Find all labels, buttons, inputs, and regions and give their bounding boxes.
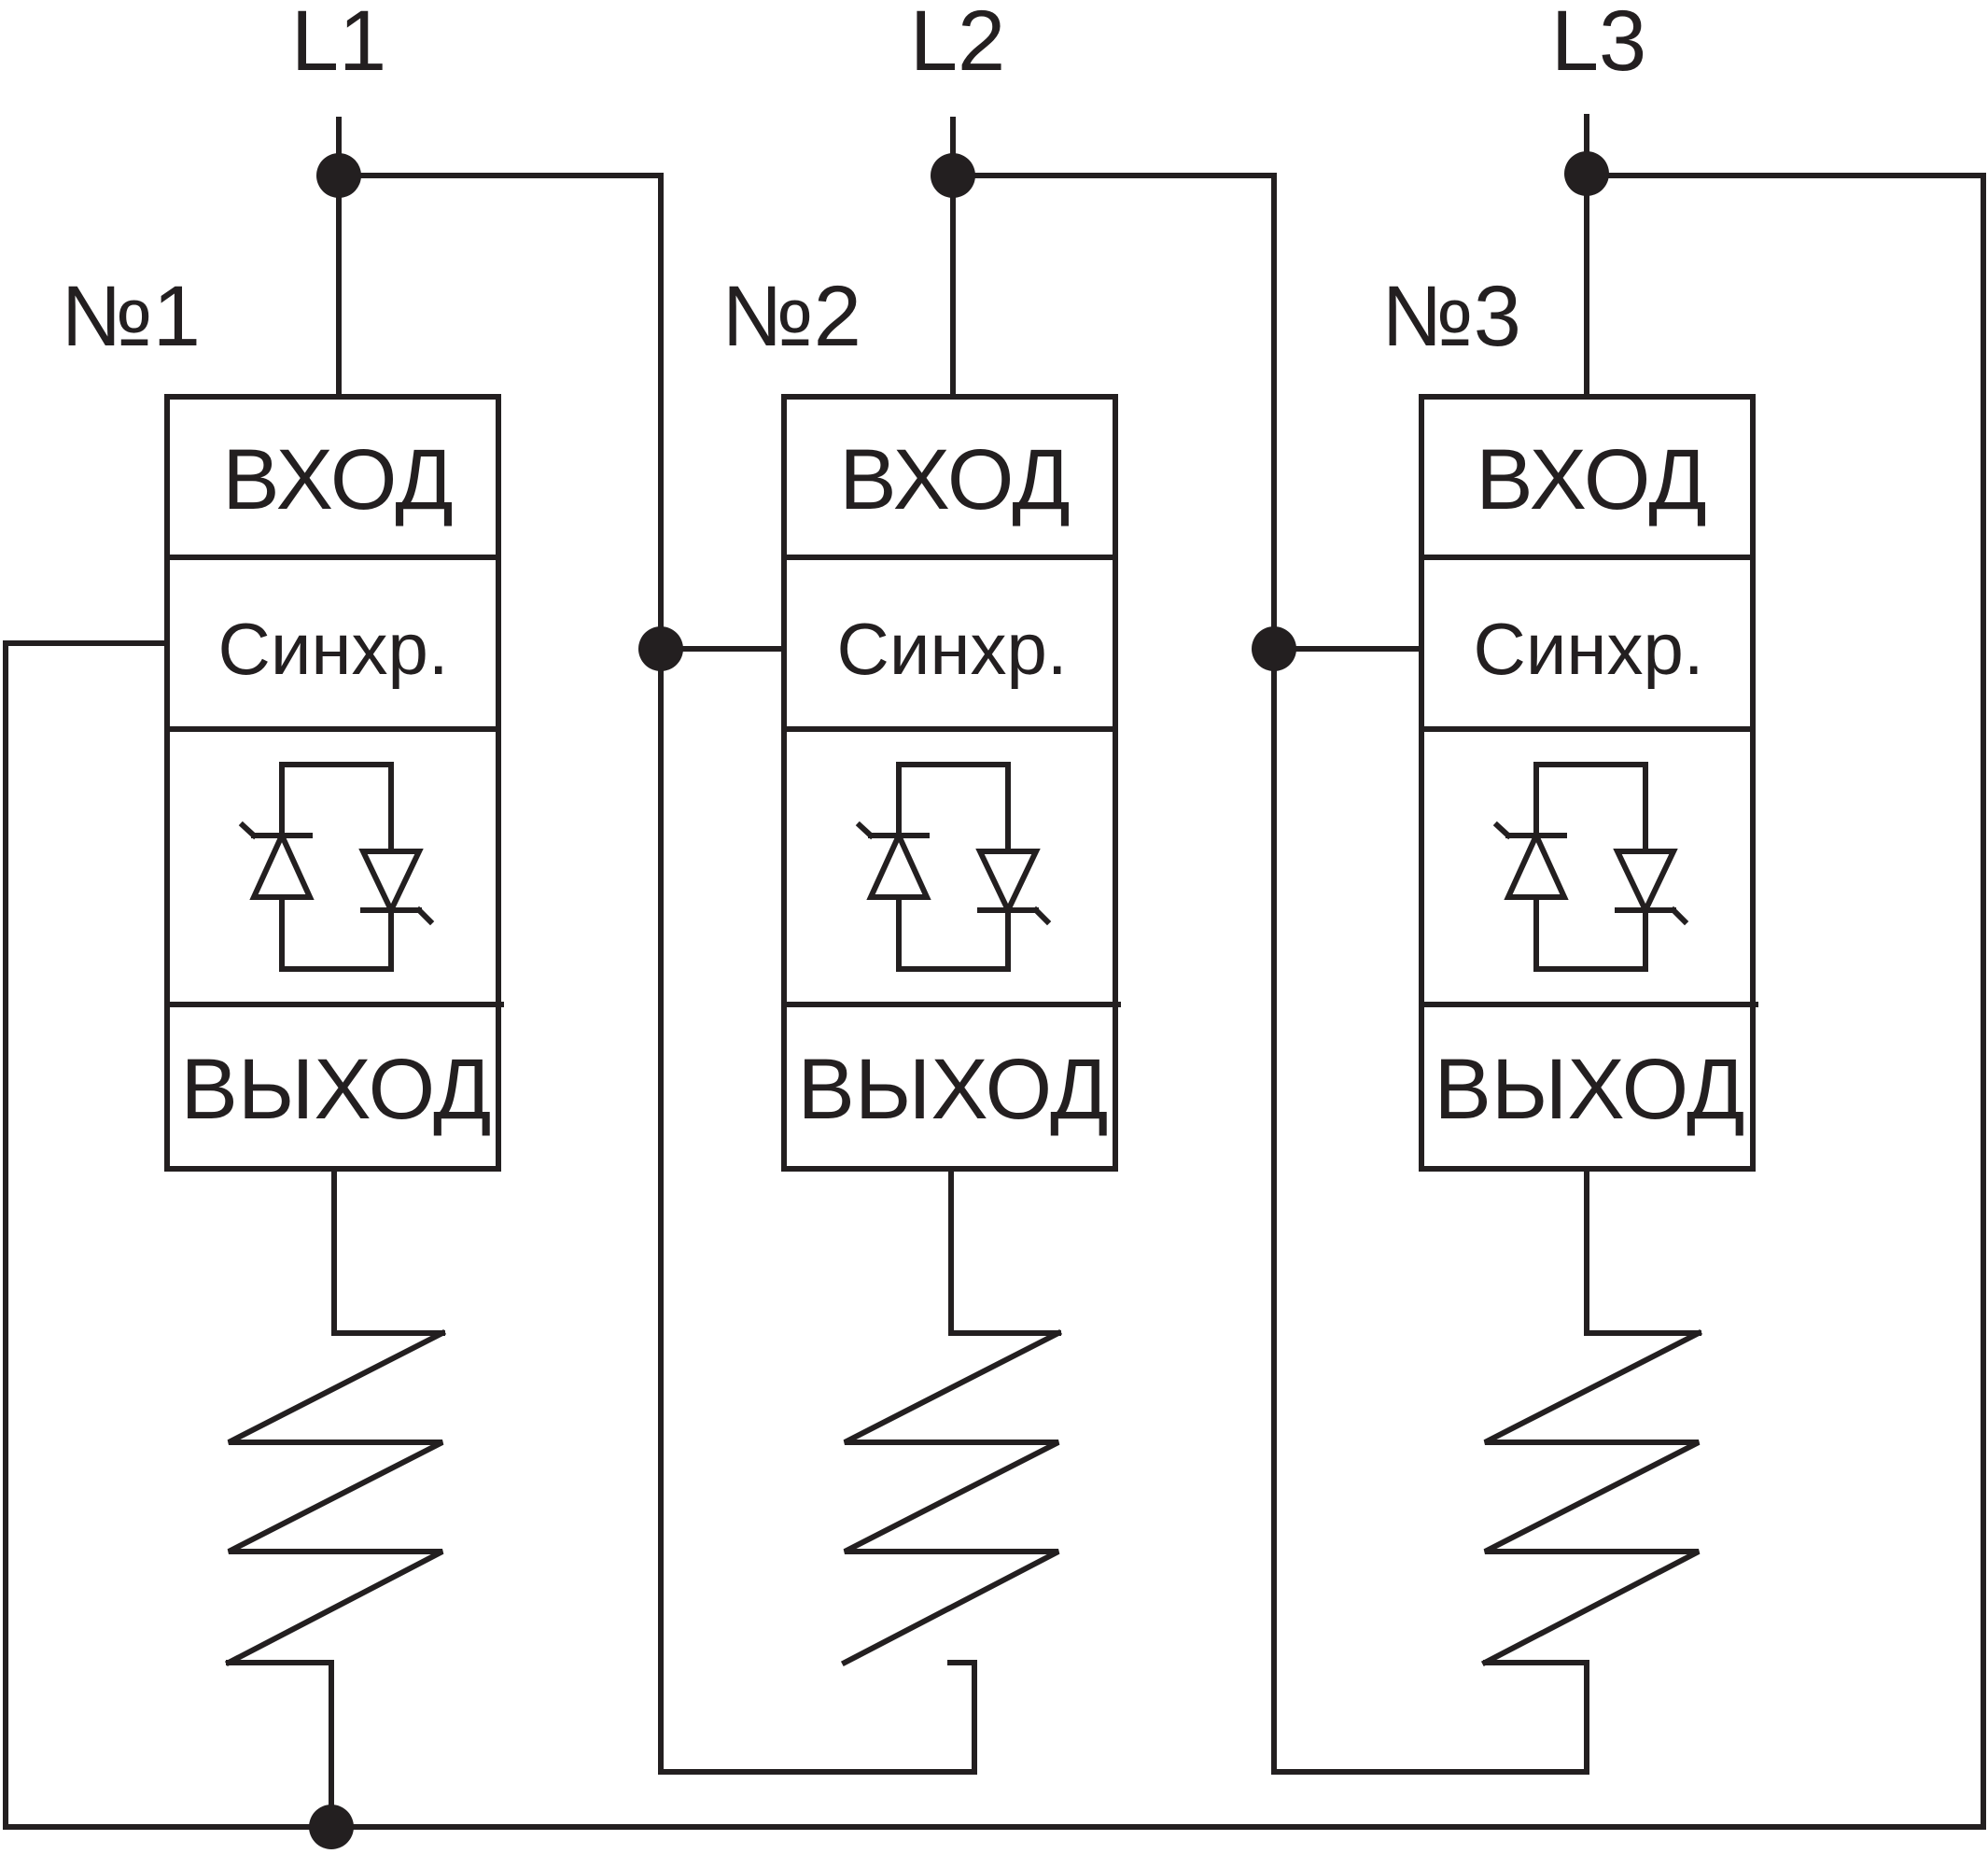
phase-label-l2: L2 (910, 0, 1005, 89)
relay-unit-2: ВХОД Синхр. ВЫХОД (781, 394, 1121, 1172)
wire-out3 (1584, 1166, 1701, 1336)
unit-3-body (1419, 394, 1756, 1172)
unit-number-3: №3 (1381, 269, 1521, 364)
unit-number-2: №2 (721, 269, 861, 364)
junction-dot-bus (309, 1805, 354, 1849)
unit-1-body (164, 394, 501, 1172)
junction-dot-l1 (316, 153, 361, 198)
unit-1-input-label: ВХОД (222, 432, 453, 527)
unit-number-1: №1 (61, 269, 201, 364)
wire-out1 (331, 1166, 445, 1336)
relay-unit-3: ВХОД Синхр. ВЫХОД (1419, 394, 1758, 1172)
unit-2-body (781, 394, 1118, 1172)
wires (3, 114, 1986, 1830)
unit-3-input-label: ВХОД (1476, 432, 1706, 527)
junction-dot-sync3 (1252, 626, 1296, 671)
junction-dot-sync2 (638, 626, 683, 671)
unit-2-input-label: ВХОД (839, 432, 1070, 527)
wire-l1-to-sync2 (336, 173, 977, 1775)
thyristor-pair-icon (238, 762, 435, 972)
junction-dot-l3 (1564, 151, 1609, 196)
unit-2-sync-label: Синхр. (836, 608, 1067, 690)
heater-3 (1480, 1328, 1703, 1667)
wire-l3-to-bus (3, 173, 1986, 1830)
unit-2-output-label: ВЫХОД (798, 1042, 1109, 1137)
unit-1-output-label: ВЫХОД (181, 1042, 492, 1137)
unit-3-output-label: ВЫХОД (1435, 1042, 1745, 1137)
wire-out2 (948, 1166, 1061, 1336)
unit-1-sync-label: Синхр. (217, 608, 448, 690)
heater-2 (840, 1328, 1063, 1667)
relay-unit-1: ВХОД Синхр. ВЫХОД (164, 394, 504, 1172)
junction-dot-l2 (931, 153, 975, 198)
heater-1 (224, 1328, 447, 1667)
wire-l2-to-sync3 (950, 173, 1589, 1775)
unit-3-sync-label: Синхр. (1473, 608, 1703, 690)
thyristor-pair-icon (1492, 762, 1689, 972)
thyristor-pair-icon (855, 762, 1052, 972)
phase-label-l3: L3 (1551, 0, 1646, 89)
wire-load1-return (226, 1660, 334, 1830)
phase-label-l1: L1 (291, 0, 386, 89)
